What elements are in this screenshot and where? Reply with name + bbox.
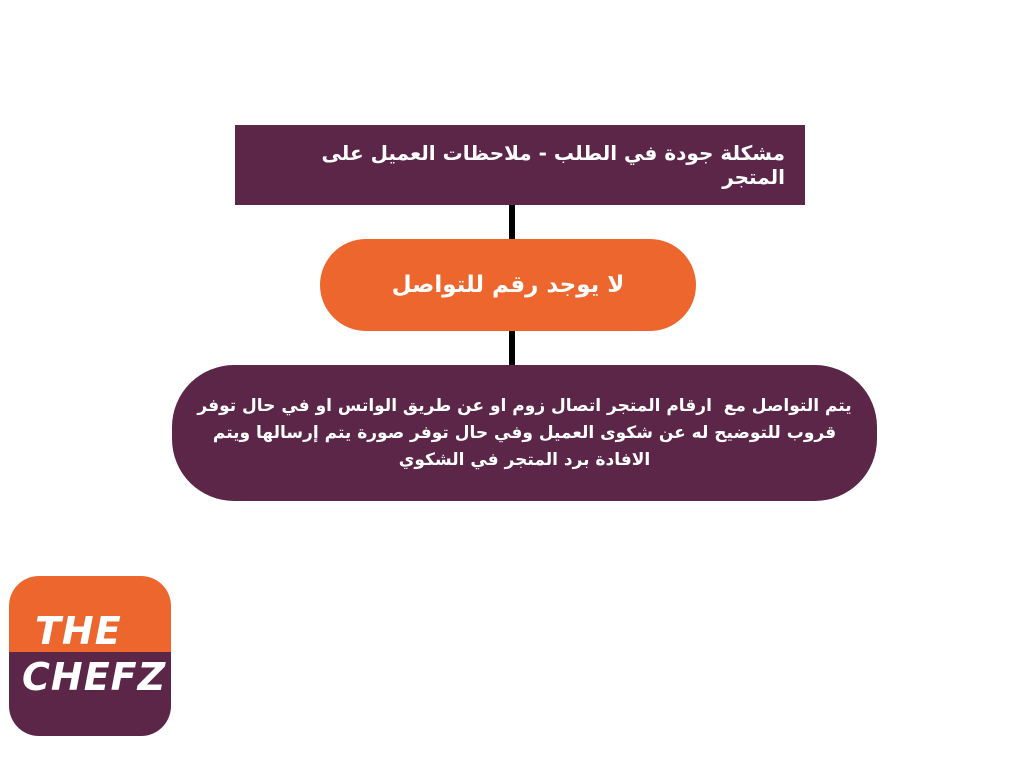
action-text: يتم التواصل مع ارقام المتجر اتصال زوم او… bbox=[197, 393, 851, 474]
issue-title-box: مشكلة جودة في الطلب - ملاحظات العميل على… bbox=[235, 125, 805, 205]
logo-top-band bbox=[9, 576, 171, 652]
logo-word-chefz: CHEFZ bbox=[22, 655, 167, 699]
action-text-line: الافادة برد المتجر في الشكوي bbox=[398, 449, 651, 470]
condition-text: لا يوجد رقم للتواصل bbox=[391, 272, 625, 298]
connector-line bbox=[509, 329, 515, 367]
connector-line bbox=[509, 203, 515, 241]
condition-node: لا يوجد رقم للتواصل bbox=[320, 239, 696, 331]
action-text-line: يتم التواصل مع ارقام المتجر اتصال زوم او… bbox=[197, 395, 852, 416]
action-text-line: قروب للتوضيح له عن شكوى العميل وفي حال ت… bbox=[212, 422, 837, 443]
action-node: يتم التواصل مع ارقام المتجر اتصال زوم او… bbox=[172, 365, 877, 501]
issue-title-text: مشكلة جودة في الطلب - ملاحظات العميل على… bbox=[321, 141, 785, 189]
logo-word-the: THE bbox=[35, 609, 122, 653]
logo-bottom-band bbox=[9, 652, 171, 736]
the-chefz-logo: THE CHEFZ bbox=[9, 576, 171, 736]
